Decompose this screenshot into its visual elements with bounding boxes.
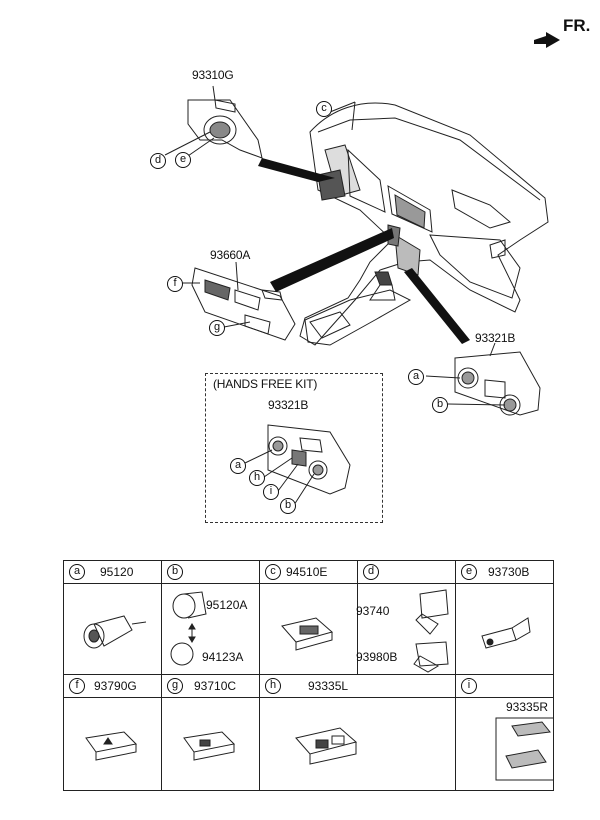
sub-part-i1: 93335R <box>506 700 549 714</box>
circle-b: b <box>167 564 183 580</box>
sub-part-b1: 95120A <box>206 598 248 612</box>
cell-a: a 95120 <box>63 560 162 675</box>
circle-i-table: i <box>461 678 477 694</box>
part-number-a: 95120 <box>100 565 134 579</box>
circle-f: f <box>167 276 183 292</box>
circle-f-table: f <box>69 678 85 694</box>
sub-part-d2: 93980B <box>356 650 398 664</box>
power-outlet-icon <box>170 591 207 666</box>
callout-top-cover: 93310G <box>192 68 234 82</box>
part-number-f: 93790G <box>94 679 137 693</box>
circle-b-right: b <box>432 397 448 413</box>
circle-g: g <box>209 320 225 336</box>
circle-a-hf: a <box>230 458 246 474</box>
hazard-switch-icon <box>85 731 138 761</box>
cell-d: d 93740 93980B <box>356 560 456 675</box>
cell-h: h 93335L <box>259 674 456 791</box>
circle-c-table: c <box>265 564 281 580</box>
circle-e-table: e <box>461 564 477 580</box>
circle-c: c <box>316 101 332 117</box>
cell-b: b 95120A 94123A <box>161 560 260 675</box>
direction-label: FR. <box>563 16 591 35</box>
circle-b-hf: b <box>280 498 296 514</box>
switch-assembly-icon <box>295 727 358 765</box>
callout-switch-panel: 93660A <box>210 248 251 262</box>
lighter-socket-icon <box>83 615 147 649</box>
circle-h-table: h <box>265 678 281 694</box>
circle-e: e <box>175 152 191 168</box>
switch-pair-icon <box>495 717 561 781</box>
cover-piece-icon <box>481 617 531 649</box>
circle-a: a <box>69 564 85 580</box>
circle-i-hf: i <box>263 484 279 500</box>
circle-h-hf: h <box>249 470 265 486</box>
forward-arrow-icon <box>534 32 560 48</box>
switch-icon <box>183 731 236 761</box>
dashboard-diagram <box>164 85 549 506</box>
hands-free-kit-box <box>205 373 383 523</box>
hands-free-part: 93321B <box>268 398 309 412</box>
part-number-h: 93335L <box>308 679 349 693</box>
parts-table: a 95120 b 95120A 94123A c 94510E <box>63 560 561 791</box>
cell-f: f 93790G <box>63 674 162 791</box>
circle-g-table: g <box>167 678 183 694</box>
sub-part-b2: 94123A <box>202 650 244 664</box>
cell-g: g 93710C <box>161 674 260 791</box>
sub-part-d1: 93740 <box>356 604 390 618</box>
cell-c: c 94510E <box>259 560 358 675</box>
cell-i: i 93335R <box>455 674 561 791</box>
hands-free-title: (HANDS FREE KIT) <box>213 377 318 391</box>
callout-right-panel: 93321B <box>475 331 516 345</box>
part-number-g: 93710C <box>194 679 237 693</box>
cell-e: e 93730B <box>455 560 554 675</box>
circle-a-right: a <box>408 369 424 385</box>
trim-pieces-icon <box>413 589 449 673</box>
circle-d: d <box>150 153 166 169</box>
switch-module-icon <box>281 617 334 651</box>
circle-d-table: d <box>363 564 379 580</box>
part-number-c: 94510E <box>286 565 328 579</box>
part-number-e: 93730B <box>488 565 530 579</box>
